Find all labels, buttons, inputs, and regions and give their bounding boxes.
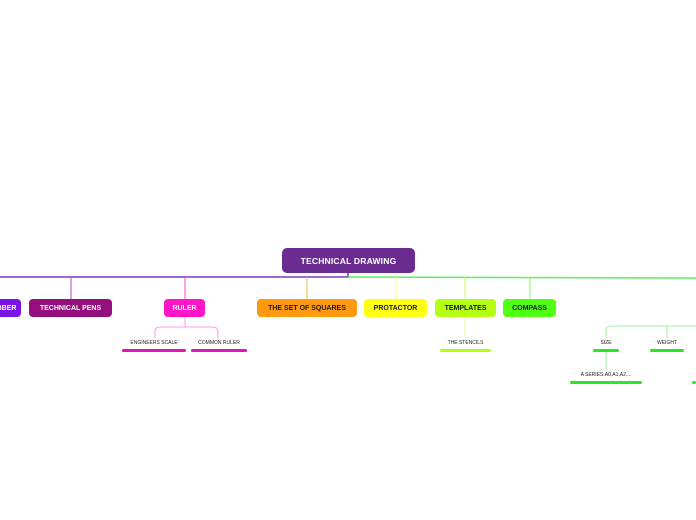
subtopic-size[interactable]: SIZE [600,340,612,346]
branch-protractor[interactable]: PROTACTOR [364,299,427,317]
subtopic-engineers-scale[interactable]: ENGINEERS SCALE [130,340,178,346]
branch-templates[interactable]: TEMPLATES [435,299,496,317]
branch-technical-pens[interactable]: TECHNICAL PENS [29,299,112,317]
branch-rubber[interactable]: BBER [0,299,21,317]
subtopic-weight[interactable]: WEIGHT [657,340,677,346]
subtopic-underline [570,381,642,384]
subtopic-underline-edge [692,381,696,384]
subtopic-underline [191,349,247,352]
subtopic-underline [122,349,186,352]
branch-ruler[interactable]: RULER [164,299,205,317]
subtopic-stencils[interactable]: THE STENCILS [447,340,484,346]
subtopic-underline [440,349,491,352]
branch-compass[interactable]: COMPASS [503,299,556,317]
root-node[interactable]: TECHNICAL DRAWING [282,248,415,273]
subtopic-a-series[interactable]: A SERIES:A0,A1,A2,... [580,372,632,378]
subtopic-underline [650,349,684,352]
subtopic-underline [593,349,619,352]
branch-set-of-squares[interactable]: THE SET OF SQUARES [257,299,357,317]
subtopic-common-ruler[interactable]: COMMON RULER [198,340,240,346]
